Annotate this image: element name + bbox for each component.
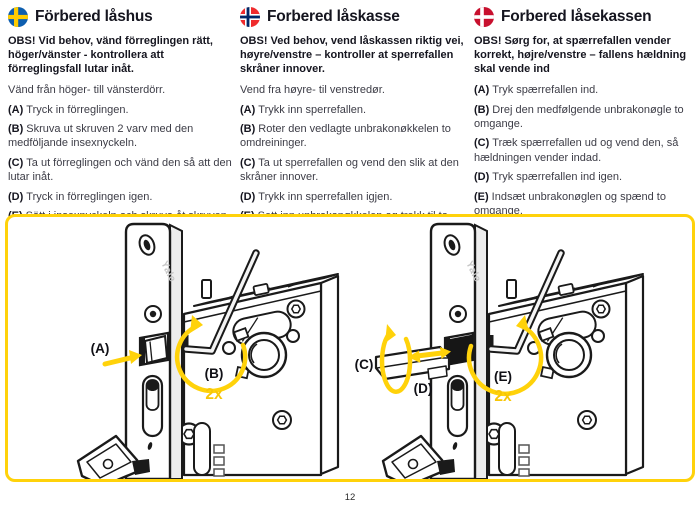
norway-flag-icon	[240, 7, 260, 27]
callout-label-a: (A)	[91, 341, 110, 356]
step-c: (C)Træk spærrefallen ud og vend den, så …	[474, 136, 695, 164]
step-label: (D)	[8, 190, 24, 203]
step-text: Roter den vedlagte unbrakonøkkelen to om…	[240, 123, 451, 150]
instruction-column-norwegian: Forbered låskasse OBS! Ved behov, vend l…	[240, 7, 469, 243]
step-text: Tryck in förreglingen.	[26, 103, 129, 116]
step-c: (C)Ta ut förreglingen och vänd den så at…	[8, 156, 233, 184]
step-label: (D)	[474, 171, 490, 184]
step-label: (B)	[474, 103, 490, 116]
arrowhead-c	[385, 324, 396, 343]
arrowhead-d-left	[408, 350, 421, 363]
column-header: Förbered låshus	[8, 7, 233, 27]
intro-text: Vend fra høyre- til venstredør.	[240, 84, 385, 97]
lock-left-illustration	[78, 224, 338, 479]
instruction-column-danish: Forbered låsekassen OBS! Sørg for, at sp…	[474, 7, 695, 223]
step-label: (B)	[8, 123, 24, 136]
arrowhead-e	[516, 315, 529, 332]
rotate-arrow-b	[174, 323, 248, 394]
rotate-arrow-c	[379, 331, 413, 395]
step-d: (D)Trykk inn sperrefallen igjen.	[240, 190, 469, 204]
step-text: Drej den medfølgende unbrakonøgle to omg…	[474, 103, 684, 130]
column-header: Forbered låskasse	[240, 7, 469, 27]
arrowhead-a	[129, 350, 142, 364]
step-b: (B)Drej den medfølgende unbrakonøgle to …	[474, 103, 695, 131]
arrowheads	[129, 315, 529, 364]
arrow-d	[414, 350, 445, 359]
lock-right-illustration	[374, 224, 643, 479]
arrowhead-d-right	[440, 347, 451, 359]
rotate-arrow-e	[466, 322, 544, 396]
callout-label-d: (D)	[414, 381, 433, 396]
step-a: (A)Trykk inn sperrefallen.	[240, 103, 469, 117]
arrowhead-b	[190, 315, 203, 333]
annotation-layer	[102, 322, 544, 396]
step-label: (E)	[474, 190, 489, 203]
latch-in-slot	[143, 334, 169, 365]
callout-count-e: 2x	[494, 388, 512, 405]
step-d: (D)Tryk spærrefallen ind igen.	[474, 170, 695, 184]
step-b: (B)Roter den vedlagte unbrakonøkkelen to…	[240, 122, 469, 150]
callout-label-b: (B)	[205, 366, 224, 381]
obs-note: OBS! Sørg for, at spærrefallen vender ko…	[474, 35, 687, 76]
callout-count-b: 2x	[205, 386, 223, 403]
sweden-flag-icon	[8, 7, 28, 27]
step-text: Ta ut sperrefallen og vend den slik at d…	[240, 157, 459, 184]
step-text: Trykk inn sperrefallen.	[258, 103, 367, 116]
step-text: Tryk spærrefallen ind igen.	[492, 171, 623, 184]
step-text: Trykk inn sperrefallen igjen.	[258, 190, 393, 203]
step-a: (A)Tryk spærrefallen ind.	[474, 83, 695, 97]
instruction-column-swedish: Förbered låshus OBS! Vid behov, vänd för…	[8, 7, 233, 229]
column-title: Forbered låsekassen	[501, 8, 652, 25]
obs-note: OBS! Vid behov, vänd förreglingen rätt, …	[8, 35, 213, 76]
step-text: Træk spærrefallen ud og vend den, så hæl…	[474, 137, 679, 164]
step-label: (C)	[8, 157, 24, 170]
callout-label-e: (E)	[494, 369, 512, 384]
step-text: Skruva ut skruven 2 varv med den medfölj…	[8, 123, 194, 150]
column-title: Förbered låshus	[35, 8, 153, 25]
step-d: (D)Tryck in förreglingen igen.	[8, 190, 233, 204]
step-text: Tryck in förreglingen igen.	[26, 190, 153, 203]
step-label: (A)	[240, 103, 256, 116]
denmark-flag-icon	[474, 7, 494, 27]
page-number: 12	[344, 492, 356, 503]
column-title: Forbered låskasse	[267, 8, 400, 25]
step-text: Tryk spærrefallen ind.	[492, 84, 599, 97]
step-label: (D)	[240, 190, 256, 203]
lock-illustration: Yale	[8, 217, 692, 479]
intro-text: Vänd från höger- till vänsterdörr.	[8, 84, 166, 97]
arrow-a	[102, 355, 133, 367]
step-text: Ta ut förreglingen och vänd den så att d…	[8, 157, 232, 184]
step-label: (C)	[474, 137, 490, 150]
illustration-box: Yale	[5, 214, 695, 482]
column-header: Forbered låsekassen	[474, 7, 695, 27]
step-label: (C)	[240, 157, 256, 170]
step-c: (C)Ta ut sperrefallen og vend den slik a…	[240, 156, 469, 184]
step-text: Indsæt unbrakonøglen og spænd to omgange…	[474, 190, 666, 217]
step-b: (B)Skruva ut skruven 2 varv med den medf…	[8, 122, 233, 150]
step-e: (E)Indsæt unbrakonøglen og spænd to omga…	[474, 190, 695, 218]
step-label: (B)	[240, 123, 256, 136]
step-a: (A)Tryck in förreglingen.	[8, 103, 233, 117]
callout-label-c: (C)	[355, 357, 374, 372]
step-label: (A)	[8, 103, 24, 116]
obs-note: OBS! Ved behov, vend låskassen riktig ve…	[240, 35, 464, 76]
step-label: (A)	[474, 84, 490, 97]
